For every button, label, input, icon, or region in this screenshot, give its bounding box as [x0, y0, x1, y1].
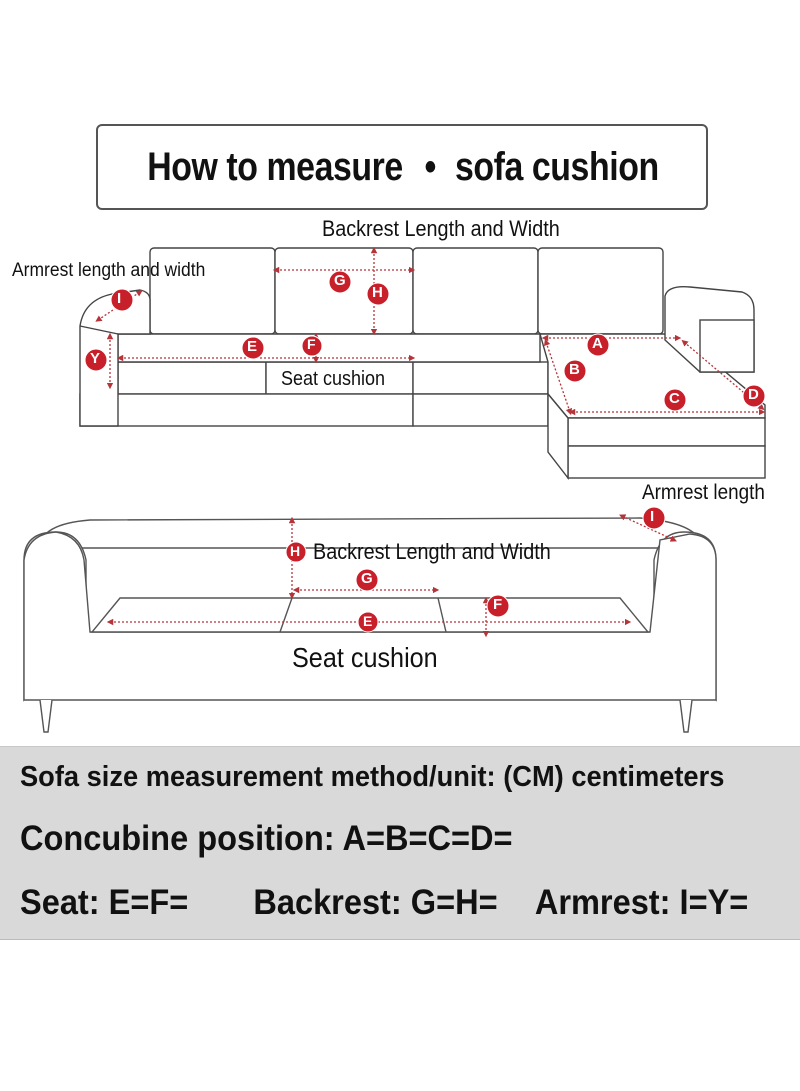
marker-B-top: B — [569, 361, 580, 378]
marker-dot-E-top — [241, 336, 265, 360]
instruction-backrest: Backrest: G=H= — [253, 883, 498, 922]
page-title: How to measure • sofa cushion — [136, 145, 667, 190]
instructions-panel: Sofa size measurement method/unit: (CM) … — [0, 746, 800, 940]
bottom-armrest-label: Armrest length — [642, 481, 765, 504]
marker-A-top: A — [592, 335, 603, 352]
seat-front-3 — [412, 361, 549, 395]
sofa-leg-left — [39, 699, 53, 733]
base-front-1 — [79, 393, 414, 427]
marker-dot-C-top — [663, 388, 687, 412]
marker-I-top: I — [117, 290, 122, 307]
instruction-chaise-line: Concubine position: A=B=C=D= — [20, 819, 513, 858]
instruction-seat: Seat: E=F= — [20, 883, 189, 922]
marker-dot-H-top — [366, 282, 390, 306]
bottom-backrest-label: Backrest Length and Width — [313, 539, 551, 564]
marker-F-bottom: F — [493, 596, 503, 613]
back-cushion-3 — [412, 247, 539, 335]
marker-dot-Y-top — [84, 348, 108, 372]
marker-dot-G-top — [328, 270, 352, 294]
marker-circles — [84, 270, 766, 633]
top-armrest-label: Armrest length and width — [12, 260, 206, 281]
seat-divider-2 — [437, 597, 447, 633]
right-armrest-front — [699, 319, 755, 373]
title-box: How to measure • sofa cushion — [96, 124, 708, 210]
marker-dot-A-top — [586, 333, 610, 357]
back-cushion-4 — [537, 247, 664, 335]
marker-C-top: C — [669, 390, 680, 407]
sofa-body — [23, 531, 717, 701]
title-part-b: sofa cushion — [455, 144, 659, 189]
seat-front-1 — [117, 361, 267, 395]
instruction-unit-line: Sofa size measurement method/unit: (CM) … — [20, 761, 725, 793]
marker-dot-H-bottom — [285, 541, 307, 563]
marker-I-bottom: I — [650, 508, 655, 525]
marker-Y-top: Y — [90, 350, 101, 367]
marker-dot-I-bottom — [642, 506, 666, 530]
marker-F-top: F — [307, 336, 316, 352]
chaise-front-1 — [567, 417, 766, 447]
marker-H-bottom: H — [290, 543, 301, 559]
bottom-seat-label: Seat cushion — [292, 642, 438, 673]
chaise-front-2 — [567, 445, 766, 479]
marker-E-bottom: E — [363, 613, 373, 629]
marker-H-top: H — [372, 284, 383, 301]
title-bullet: • — [424, 144, 436, 189]
instruction-armrest: Armrest: I=Y= — [534, 883, 749, 922]
seat-divider-1 — [279, 597, 293, 633]
sofa-leg-right — [679, 699, 693, 733]
marker-E-top: E — [247, 338, 258, 355]
sectional-sofa-drawing — [79, 247, 766, 481]
marker-dot-F-top — [301, 335, 323, 357]
marker-dot-D-top — [742, 384, 766, 408]
base-front-2 — [412, 393, 549, 427]
marker-dot-E-bottom — [357, 611, 379, 633]
top-backrest-label: Backrest Length and Width — [322, 216, 560, 241]
marker-dot-G-bottom — [355, 568, 379, 592]
marker-dot-I-top — [110, 288, 134, 312]
marker-D-top: D — [748, 386, 759, 403]
title-part-a: How to measure — [147, 144, 404, 189]
marker-dot-F-bottom — [486, 594, 510, 618]
marker-G-bottom: G — [361, 570, 373, 587]
instruction-dimensions-line: Seat: E=F= Backrest: G=H= Armrest: I=Y= — [20, 883, 748, 923]
marker-dot-B-top — [563, 359, 587, 383]
top-seat-label: Seat cushion — [281, 368, 386, 390]
marker-G-top: G — [334, 272, 346, 289]
